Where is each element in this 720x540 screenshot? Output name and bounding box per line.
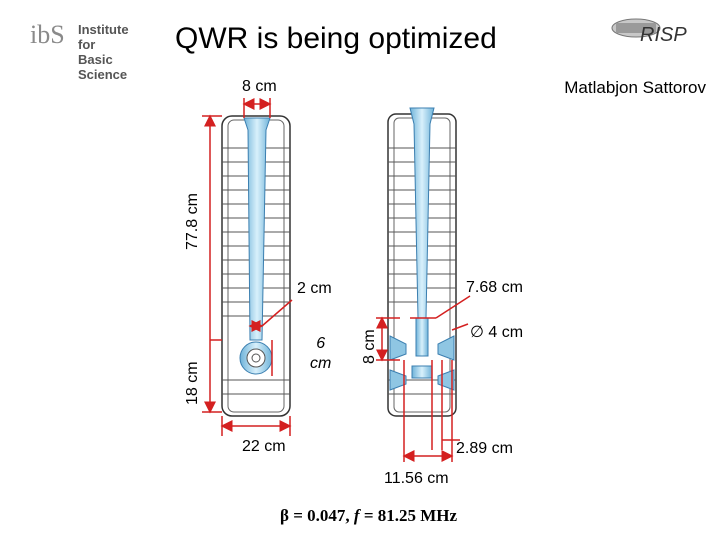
page-title: QWR is being optimized xyxy=(175,22,497,55)
frequency-value: = 81.25 MHz xyxy=(359,506,458,525)
frequency-symbol: f xyxy=(353,506,360,525)
ibs-logo-mark: ibS xyxy=(30,20,65,49)
dim-gap: 2.89 cm xyxy=(456,440,513,457)
risp-logo-text: RISP xyxy=(640,24,687,46)
dimension-lines xyxy=(202,98,471,462)
risp-logo: RISP xyxy=(608,14,698,50)
beta-symbol: β xyxy=(280,506,289,525)
beta-value: = 0.047, xyxy=(288,506,354,525)
dim-height: 77.8 cm xyxy=(184,193,201,250)
ibs-logo-line1: Institute for xyxy=(78,22,129,52)
ibs-logo-line2: Basic Science xyxy=(78,52,128,82)
dim-length: 11.56 cm xyxy=(384,470,449,487)
left-cavity xyxy=(221,115,291,417)
dim-beam-pipe: ∅ 4 cm xyxy=(470,324,524,341)
beam-parameters: β = 0.047, f = 81.25 MHz xyxy=(280,506,457,526)
dim-outer-width: 22 cm xyxy=(242,438,286,455)
dim-top-diameter: 7.68 cm xyxy=(466,279,523,296)
dim-inner-gap: 6 cm xyxy=(310,335,332,372)
dim-top-width: 8 cm xyxy=(242,78,277,95)
dim-gap-height: 8 cm xyxy=(361,329,378,364)
right-cavity xyxy=(387,107,457,417)
dim-inner-width: 2 cm xyxy=(297,280,332,297)
dim-bottom-height: 18 cm xyxy=(184,361,201,405)
ibs-logo: ibS Institute for Basic Science xyxy=(30,20,140,82)
author-name: Matlabjon Sattorov xyxy=(564,78,706,97)
accelerator-icon xyxy=(611,18,661,38)
